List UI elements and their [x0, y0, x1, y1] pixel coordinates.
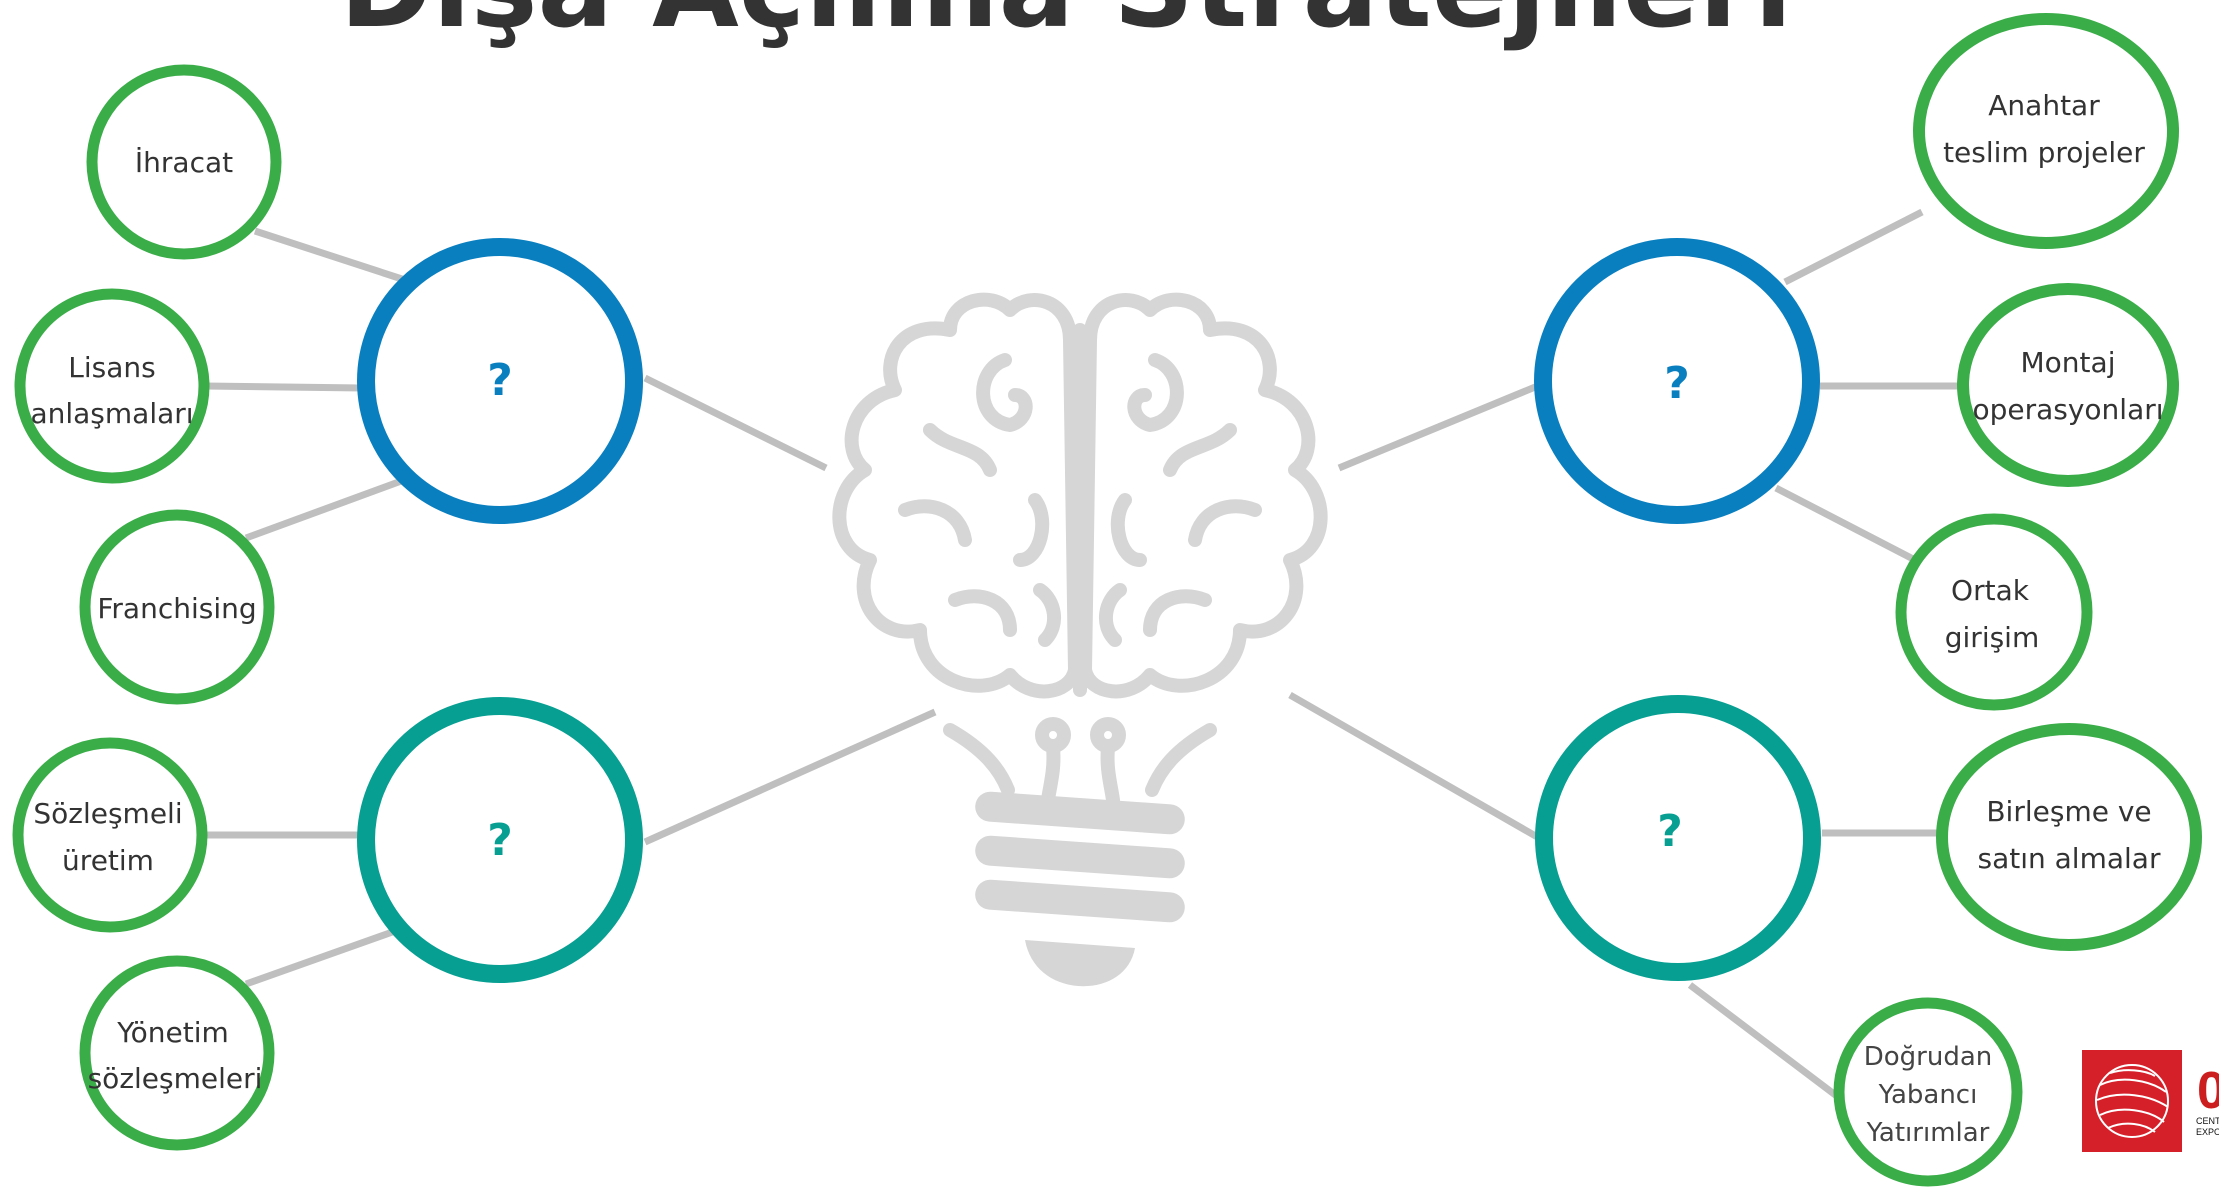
svg-text:anlaşmaları: anlaşmaları	[30, 397, 193, 430]
svg-text:Birleşme ve: Birleşme ve	[1986, 795, 2151, 828]
svg-text:Anahtar: Anahtar	[1988, 89, 2100, 122]
brain-lightbulb-icon	[832, 292, 1328, 807]
hub-bottom-right: ?	[1535, 695, 1821, 981]
svg-text:teslim projeler: teslim projeler	[1943, 136, 2145, 169]
leaf-sozlesmeli: Sözleşmeli üretim	[12, 737, 208, 933]
leaf-ortak: Ortak girişim	[1895, 513, 2093, 711]
connector-line	[1687, 982, 1841, 1100]
logo-text-line1: CENT	[2196, 1116, 2219, 1126]
svg-text:girişim: girişim	[1945, 621, 2040, 654]
leaf-yonetim: Yönetim sözleşmeleri	[79, 955, 275, 1151]
connector-line	[1288, 691, 1541, 842]
connector-line	[643, 708, 937, 846]
leaf-lisans: Lisans anlaşmaları	[14, 288, 210, 484]
hub-question-mark: ?	[1657, 806, 1683, 857]
svg-text:Doğrudan: Doğrudan	[1864, 1042, 1993, 1072]
leaf-franchising: Franchising	[79, 509, 275, 705]
hub-question-mark: ?	[1664, 358, 1690, 409]
svg-text:Ortak: Ortak	[1951, 574, 2030, 607]
svg-text:Sözleşmeli: Sözleşmeli	[33, 797, 182, 830]
globe-lines	[2095, 1064, 2169, 1138]
lightbulb-base	[975, 791, 1185, 987]
leaf-montaj: Montaj operasyonları	[1957, 283, 2179, 487]
connector-line	[643, 374, 828, 472]
leaf-ihracat: İhracat	[86, 64, 282, 260]
svg-text:satın almalar: satın almalar	[1978, 842, 2161, 875]
connector-line	[244, 926, 400, 988]
connector-line	[253, 227, 407, 284]
leaf-anahtar: Anahtar teslim projeler	[1913, 13, 2179, 249]
connector-line	[1783, 208, 1924, 286]
svg-text:Yönetim: Yönetim	[116, 1016, 229, 1049]
connector-line	[1337, 381, 1542, 472]
svg-text:Montaj: Montaj	[2021, 346, 2116, 379]
hub-question-mark: ?	[487, 355, 513, 406]
connector-line	[244, 476, 406, 542]
svg-text:üretim: üretim	[62, 844, 154, 877]
svg-text:Yabancı: Yabancı	[1878, 1080, 1978, 1110]
connector-line	[204, 382, 363, 392]
leaf-birlesme: Birleşme ve satın almalar	[1936, 723, 2202, 951]
hub-top-right: ?	[1534, 238, 1820, 524]
svg-text:Lisans: Lisans	[68, 351, 155, 384]
svg-text:İhracat: İhracat	[135, 146, 233, 179]
svg-text:operasyonları: operasyonları	[1972, 393, 2163, 426]
svg-text:Yatırımlar: Yatırımlar	[1866, 1118, 1990, 1148]
logo-text-line2: EXPOR	[2196, 1127, 2219, 1137]
hub-question-mark: ?	[487, 815, 513, 866]
svg-text:Franchising: Franchising	[97, 592, 256, 625]
connector-line	[1774, 484, 1917, 564]
globe-logo-icon	[2082, 1050, 2182, 1152]
svg-text:sözleşmeleri: sözleşmeleri	[88, 1062, 263, 1095]
logo: 0 CENT EXPOR	[2082, 1050, 2219, 1152]
hub-bottom-left: ?	[357, 697, 643, 983]
logo-mark: 0	[2197, 1062, 2219, 1120]
leaf-dogrudan: Doğrudan Yabancı Yatırımlar	[1833, 997, 2023, 1187]
hub-top-left: ?	[357, 238, 643, 524]
page-title: Dışa Açılma Stratejileri	[340, 0, 1793, 53]
